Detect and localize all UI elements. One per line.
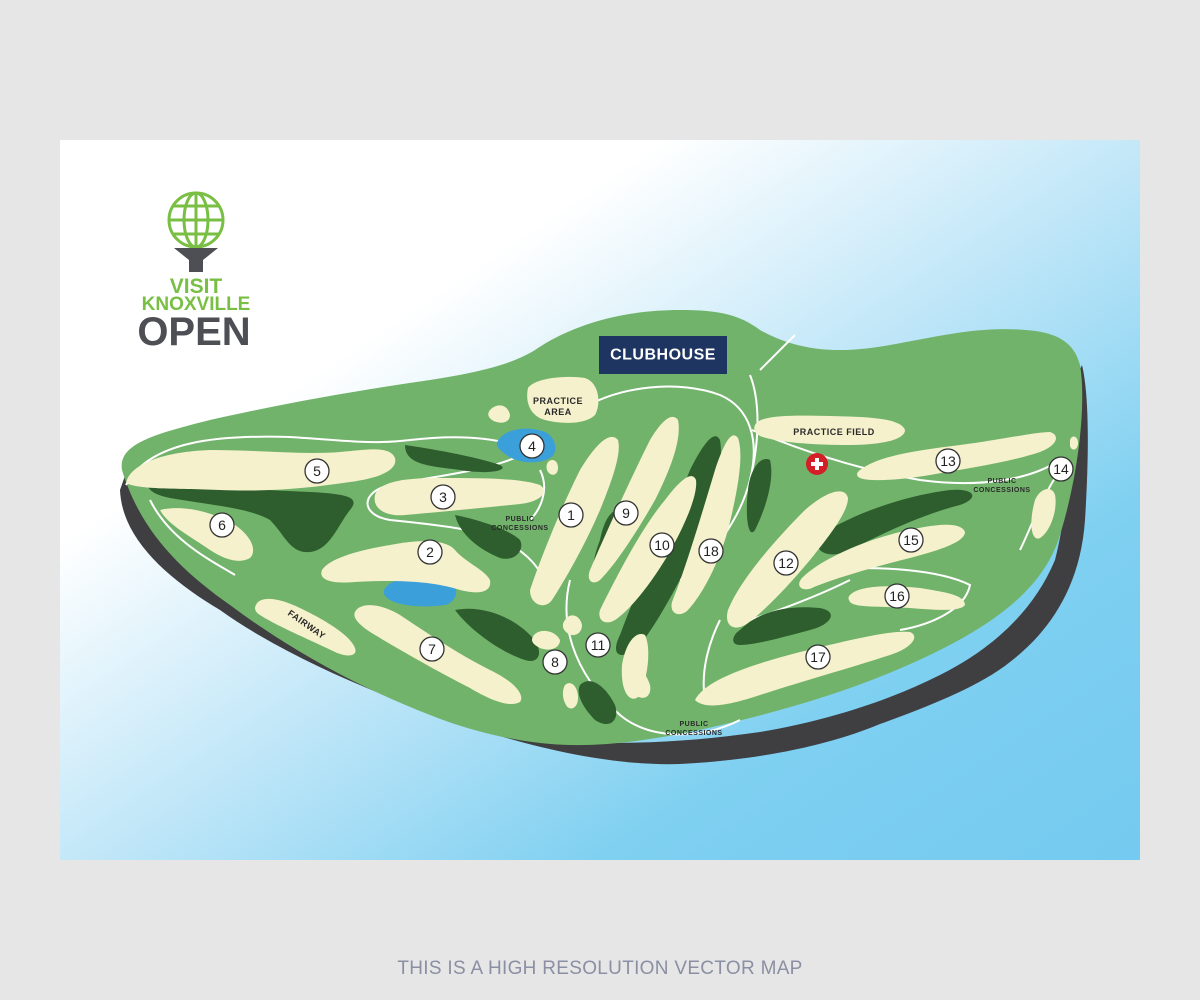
- svg-text:1: 1: [567, 507, 575, 523]
- fairway-hole-3: [374, 478, 544, 516]
- practice-area-label-1: PRACTICE: [533, 396, 583, 406]
- hole-marker-14[interactable]: 14: [1048, 456, 1074, 482]
- hole-marker-11[interactable]: 11: [585, 632, 611, 658]
- svg-text:14: 14: [1053, 461, 1069, 477]
- fairway-hole-18: [671, 435, 741, 615]
- fairway-hole-10: [599, 476, 697, 623]
- hole-marker-13[interactable]: 13: [935, 448, 961, 474]
- fairway-hole-17: [695, 631, 915, 706]
- concessions-3-label-2: CONCESSIONS: [665, 730, 722, 737]
- hole-marker-1[interactable]: 1: [558, 502, 584, 528]
- hole-marker-16[interactable]: 16: [884, 583, 910, 609]
- hole-marker-5[interactable]: 5: [304, 458, 330, 484]
- visit-knoxville-open-logo: VISIT KNOXVILLE OPEN: [137, 191, 251, 354]
- hole-marker-12[interactable]: 12: [773, 550, 799, 576]
- fairway-hole-2: [321, 541, 491, 593]
- svg-text:5: 5: [313, 463, 321, 479]
- fairway-hole-9: [588, 416, 679, 583]
- fairway-hole-5: [126, 449, 396, 491]
- hole-marker-17[interactable]: 17: [805, 644, 831, 670]
- pond-hole-2: [383, 577, 457, 607]
- clubhouse-sign[interactable]: CLUBHOUSE: [599, 336, 727, 374]
- hole-marker-15[interactable]: 15: [898, 527, 924, 553]
- concessions-2-label-1: PUBLIC: [987, 478, 1016, 485]
- fairway-hole-14: [1031, 488, 1056, 539]
- course-map: CLUBHOUSE PRACTICE AREA PRACTICE FIELD F…: [60, 140, 1140, 860]
- svg-text:8: 8: [551, 654, 559, 670]
- hole-marker-7[interactable]: 7: [419, 636, 445, 662]
- hole-marker-18[interactable]: 18: [698, 538, 724, 564]
- concessions-3-label-1: PUBLIC: [679, 721, 708, 728]
- svg-text:11: 11: [591, 637, 606, 653]
- caption: THIS IS A HIGH RESOLUTION VECTOR MAP: [397, 958, 803, 979]
- svg-text:7: 7: [428, 641, 436, 657]
- fairway-practice-area: [527, 376, 599, 423]
- hole-marker-4[interactable]: 4: [519, 433, 545, 459]
- logo-line-knoxville: KNOXVILLE: [142, 294, 251, 315]
- hole-marker-2[interactable]: 2: [417, 539, 443, 565]
- logo-line-open: OPEN: [137, 310, 250, 354]
- clubhouse-label: CLUBHOUSE: [610, 347, 716, 364]
- golf-tee-icon: [174, 248, 218, 272]
- concessions-1-label-2: CONCESSIONS: [491, 525, 548, 532]
- svg-text:3: 3: [439, 489, 447, 505]
- fairway-hole-6: [160, 508, 254, 561]
- course-map-svg: CLUBHOUSE PRACTICE AREA PRACTICE FIELD F…: [60, 140, 1140, 860]
- first-aid-cross-icon: [806, 453, 828, 475]
- svg-text:16: 16: [889, 588, 905, 604]
- hole-marker-9[interactable]: 9: [613, 500, 639, 526]
- logo-line-visit: VISIT: [170, 275, 223, 298]
- svg-text:9: 9: [622, 505, 630, 521]
- svg-text:4: 4: [528, 438, 536, 454]
- hole-markers: 1 2 3 4 5 6 7 8 9 10 11 12 13 14 15 16 1…: [209, 433, 1074, 675]
- globe-icon: [167, 191, 225, 249]
- fairway-fairway-label: [255, 598, 356, 656]
- hole-marker-3[interactable]: 3: [430, 484, 456, 510]
- practice-field-label: PRACTICE FIELD: [793, 427, 875, 437]
- area-labels: PRACTICE AREA PRACTICE FIELD FAIRWAY PUB…: [286, 396, 1030, 737]
- concessions-2-label-2: CONCESSIONS: [973, 487, 1030, 494]
- svg-text:6: 6: [218, 517, 226, 533]
- svg-text:10: 10: [654, 537, 670, 553]
- svg-text:15: 15: [903, 532, 919, 548]
- concessions-1-label-1: PUBLIC: [505, 516, 534, 523]
- svg-text:2: 2: [426, 544, 434, 560]
- practice-area-label-2: AREA: [544, 407, 572, 417]
- hole-marker-8[interactable]: 8: [542, 649, 568, 675]
- hole-marker-6[interactable]: 6: [209, 512, 235, 538]
- svg-text:17: 17: [810, 649, 826, 665]
- svg-text:18: 18: [703, 543, 719, 559]
- svg-text:12: 12: [778, 555, 794, 571]
- fairway-practice-field: [754, 415, 905, 445]
- svg-text:13: 13: [940, 453, 956, 469]
- hole-marker-10[interactable]: 10: [649, 532, 675, 558]
